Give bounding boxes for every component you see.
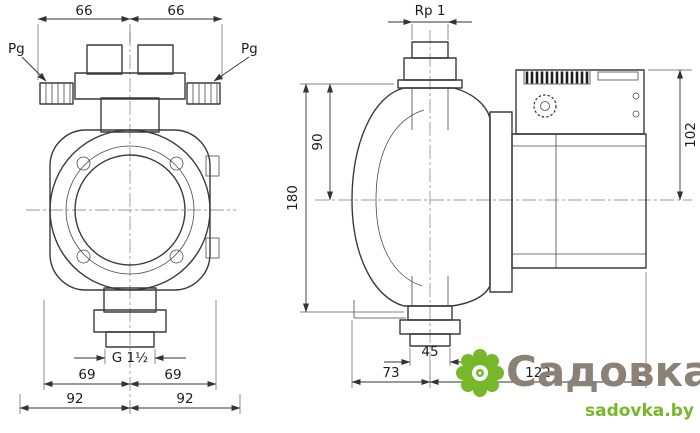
gland-callouts: Pg Pg xyxy=(8,41,258,82)
dim-69-left: 69 xyxy=(78,367,95,383)
housing-clip xyxy=(205,237,220,259)
cable-gland-left xyxy=(39,82,74,105)
terminal-boss-left xyxy=(86,44,123,75)
side-bottom-dimension: 73 122 xyxy=(351,272,647,388)
pump-housing-side xyxy=(351,41,647,347)
front-view: 66 66 Pg Pg G 1½ 69 69 xyxy=(8,3,258,414)
terminal-head-plate xyxy=(74,72,186,100)
dim-45: 45 xyxy=(421,344,438,360)
pump-housing-front xyxy=(39,44,221,348)
motor-height-dimension: 102 xyxy=(648,69,699,201)
terminal-screw xyxy=(632,92,640,100)
bottom-neck xyxy=(103,287,157,313)
pump-foot xyxy=(353,300,406,319)
volute-profile xyxy=(351,87,491,307)
dim-thread: G 1½ xyxy=(112,350,148,366)
bottom-pipe-side xyxy=(409,333,451,347)
speed-selector-knob xyxy=(533,94,557,118)
thread-dimension: G 1½ xyxy=(74,349,186,366)
watermark-url: sadovka.by xyxy=(585,401,694,421)
dim-66-right: 66 xyxy=(167,3,184,19)
dim-73: 73 xyxy=(382,365,399,381)
dim-122: 122 xyxy=(525,365,551,381)
pg-label-left: Pg xyxy=(8,41,25,57)
bolt-hole xyxy=(169,249,184,264)
gear-flower-icon xyxy=(456,349,504,397)
motor-flange xyxy=(489,111,513,293)
side-view: Rp 1 90 180 102 45 xyxy=(285,3,699,388)
front-bottom-inner-dimension: 69 69 xyxy=(43,300,217,390)
terminal-box xyxy=(515,69,645,135)
terminal-cover-plate xyxy=(597,71,639,81)
upper-height-dimension: 90 xyxy=(300,83,394,201)
vent-grille xyxy=(523,69,591,85)
pg-label-right: Pg xyxy=(241,41,258,57)
dim-102: 102 xyxy=(683,122,699,148)
terminal-screw xyxy=(632,110,640,118)
top-neck xyxy=(100,97,160,133)
watermark: Садовка sadovka.by xyxy=(456,347,700,421)
dim-rp1: Rp 1 xyxy=(415,3,446,19)
front-bottom-outer-dimension: 92 92 xyxy=(19,391,241,414)
cable-gland-right xyxy=(186,82,221,105)
terminal-boss-right xyxy=(137,44,174,75)
bottom-pipe-thread xyxy=(105,331,155,348)
watermark-brand: Садовка xyxy=(506,347,700,396)
front-top-dimension: 66 66 xyxy=(37,3,223,80)
volute-inner-ring xyxy=(65,145,195,275)
dim-69-right: 69 xyxy=(164,367,181,383)
dim-90: 90 xyxy=(310,133,326,150)
motor-body xyxy=(511,133,647,269)
total-height-dimension: 180 xyxy=(285,83,404,313)
bolt-hole xyxy=(76,156,91,171)
impeller-bore xyxy=(74,154,186,266)
bolt-hole xyxy=(169,156,184,171)
top-port-dimension: Rp 1 xyxy=(388,3,472,40)
dim-180: 180 xyxy=(285,185,301,211)
volute-outline xyxy=(49,129,211,291)
dim-66-left: 66 xyxy=(75,3,92,19)
dim-92-left: 92 xyxy=(66,391,83,407)
volute-inner-contour xyxy=(375,109,425,287)
bolt-hole xyxy=(76,249,91,264)
housing-clip xyxy=(205,155,220,177)
dim-92-right: 92 xyxy=(176,391,193,407)
